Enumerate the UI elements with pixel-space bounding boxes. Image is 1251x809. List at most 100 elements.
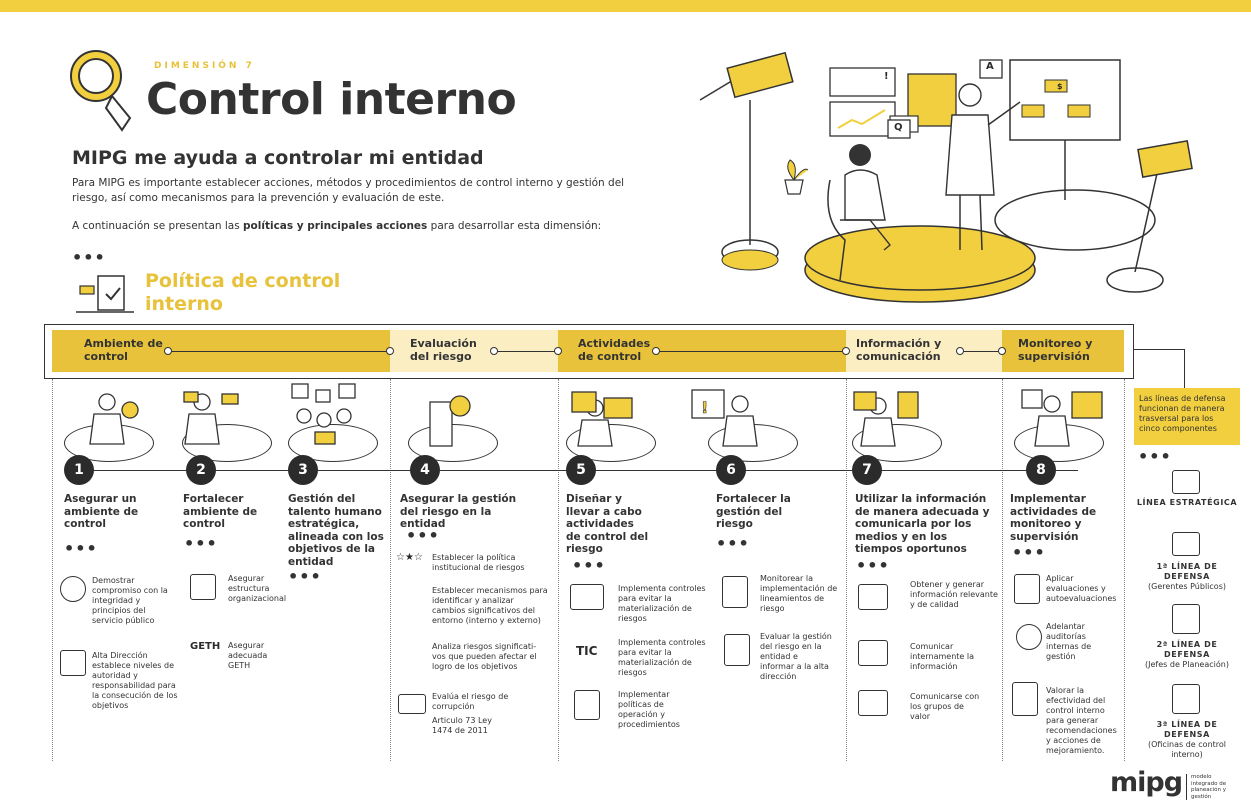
tic-logo: TIC: [576, 644, 598, 658]
first-line-icon: [1172, 532, 1200, 556]
action-2a: Asegurar estructura organizacional: [228, 574, 287, 603]
bubble-q-label: Q: [894, 122, 903, 133]
geth-logo: GETH: [190, 641, 221, 652]
dots-divider: •••: [716, 534, 750, 553]
step-1-number: 1: [64, 455, 94, 485]
policy-title: Política de control interno: [145, 270, 341, 315]
document-icon: [574, 690, 600, 720]
component-1-line: [168, 351, 390, 352]
alert-label: !: [884, 71, 889, 82]
step-7-title: Utilizar la información de manera adecua…: [855, 493, 990, 555]
dots-divider: •••: [856, 556, 890, 575]
group-icon: [858, 690, 888, 716]
executive-icon: [60, 650, 86, 676]
dots-divider: •••: [64, 539, 98, 558]
svg-text:!: !: [701, 398, 708, 417]
mipg-logo: mipg: [1110, 767, 1183, 798]
dots-divider: •••: [1012, 543, 1046, 562]
search-data-icon: [858, 584, 888, 610]
page-subtitle: MIPG me ayuda a controlar mi entidad: [72, 147, 484, 169]
action-1b: Alta Dirección establece niveles de auto…: [92, 651, 178, 710]
action-5b: Implementa controles para evitar la mate…: [618, 638, 706, 677]
action-4a: Establecer la política institucional de …: [432, 553, 525, 572]
panel-connector: [1134, 349, 1184, 350]
report-icon: [724, 634, 750, 666]
action-8a: Aplicar evaluaciones y autoevaluaciones: [1046, 574, 1117, 603]
checklist-doc-icon: [1014, 574, 1040, 604]
action-4c: Analiza riesgos significati-vos que pued…: [432, 642, 537, 671]
handshake-icon: [60, 576, 86, 602]
step-6-title: Fortalecer la gestión del riesgo: [716, 493, 791, 530]
dots-divider: •••: [406, 526, 440, 545]
component-4-label: Información y comunicación: [856, 337, 942, 363]
audit-icon: [1016, 624, 1042, 650]
step-7-number: 7: [852, 455, 882, 485]
connector-dot: [554, 347, 562, 355]
column-separator: [390, 379, 391, 761]
evaluation-icon: [1012, 682, 1038, 716]
action-6b: Evaluar la gestión del riesgo en la enti…: [760, 632, 832, 681]
action-5a: Implementa controles para evitar la mate…: [618, 584, 706, 623]
step-8-number: 8: [1026, 455, 1056, 485]
mipg-tagline: modelo integrado de planeación y gestión: [1186, 774, 1236, 800]
step-1-title: Asegurar un ambiente de control: [64, 493, 139, 530]
component-bg-5: [1002, 330, 1124, 372]
component-4-line: [960, 351, 1002, 352]
action-8b: Adelantar auditorías internas de gestión: [1046, 622, 1092, 661]
step-6-number: 6: [716, 455, 746, 485]
strategic-line-icon: [1172, 470, 1200, 494]
checklist-icon: [76, 275, 134, 313]
component-3-line: [656, 351, 842, 352]
connector-dot: [842, 347, 850, 355]
second-line-icon: [1172, 604, 1200, 634]
bubble-a-label: A: [986, 61, 994, 72]
connector-dot: [164, 347, 172, 355]
flow-icon: [570, 584, 604, 610]
column-separator: [1002, 379, 1003, 761]
defense-line-1: 1ª LÍNEA DE DEFENSA(Gerentes Públicos): [1148, 562, 1226, 591]
component-2-label: Evaluación del riesgo: [410, 337, 477, 363]
action-1a: Demostrar compromiso con la integridad y…: [92, 576, 168, 625]
column-separator: [1124, 379, 1125, 761]
org-chart-icon: [190, 574, 216, 600]
action-5c: Implementar políticas de operación y pro…: [618, 690, 680, 729]
hero-illustration: [699, 51, 1193, 303]
action-4b: Establecer mecanismos para identificar y…: [432, 586, 548, 625]
dots-divider: •••: [184, 534, 218, 553]
action-4e: Articulo 73 Ley 1474 de 2011: [432, 716, 492, 735]
column-separator: [558, 379, 559, 761]
intro-text-2: A continuación se presentan las política…: [72, 220, 602, 232]
step-4-number: 4: [410, 455, 440, 485]
defense-line-3: 3ª LÍNEA DE DEFENSA(Oficinas de control …: [1147, 720, 1227, 759]
step-4-title: Asegurar la gestión del riesgo en la ent…: [400, 493, 517, 530]
defense-line-2: 2ª LÍNEA DE DEFENSA(Jefes de Planeación): [1145, 640, 1229, 669]
step-3-title: Gestión del talento humano estratégica, …: [288, 493, 384, 568]
connector-dot: [956, 347, 964, 355]
dots-divider: •••: [72, 248, 106, 267]
step-figures: !: [89, 383, 1103, 447]
dimension-label: DIMENSIÓN 7: [154, 61, 255, 71]
alert-document-icon: [722, 576, 748, 608]
step-2-title: Fortalecer ambiente de control: [183, 493, 258, 530]
dots-divider: •••: [1138, 447, 1172, 466]
monitor-icon: [858, 640, 888, 666]
connector-dot: [386, 347, 394, 355]
defense-note: Las líneas de defensa funcionan de maner…: [1134, 388, 1240, 445]
step-5-title: Diseñar y llevar a cabo actividades de c…: [566, 493, 649, 555]
components-band: [44, 324, 1134, 379]
component-2-line: [494, 351, 558, 352]
step-3-number: 3: [288, 455, 318, 485]
column-separator: [846, 379, 847, 761]
action-8c: Valorar la efectividad del control inter…: [1046, 686, 1117, 755]
column-separator: [52, 379, 53, 761]
action-6a: Monitorear la implementación de lineamie…: [760, 574, 838, 613]
action-4d: Evalúa el riesgo de corrupción: [432, 692, 509, 711]
component-3-label: Actividades de control: [578, 337, 651, 363]
step-5-number: 5: [566, 455, 596, 485]
action-7b: Comunicar internamente la información: [910, 642, 974, 671]
star-rating-icon: ☆★☆: [396, 552, 423, 563]
third-line-icon: [1172, 684, 1200, 714]
action-7c: Comunicarse con los grupos de valor: [910, 692, 980, 721]
page-title: Control interno: [146, 74, 517, 125]
dots-divider: •••: [288, 567, 322, 586]
